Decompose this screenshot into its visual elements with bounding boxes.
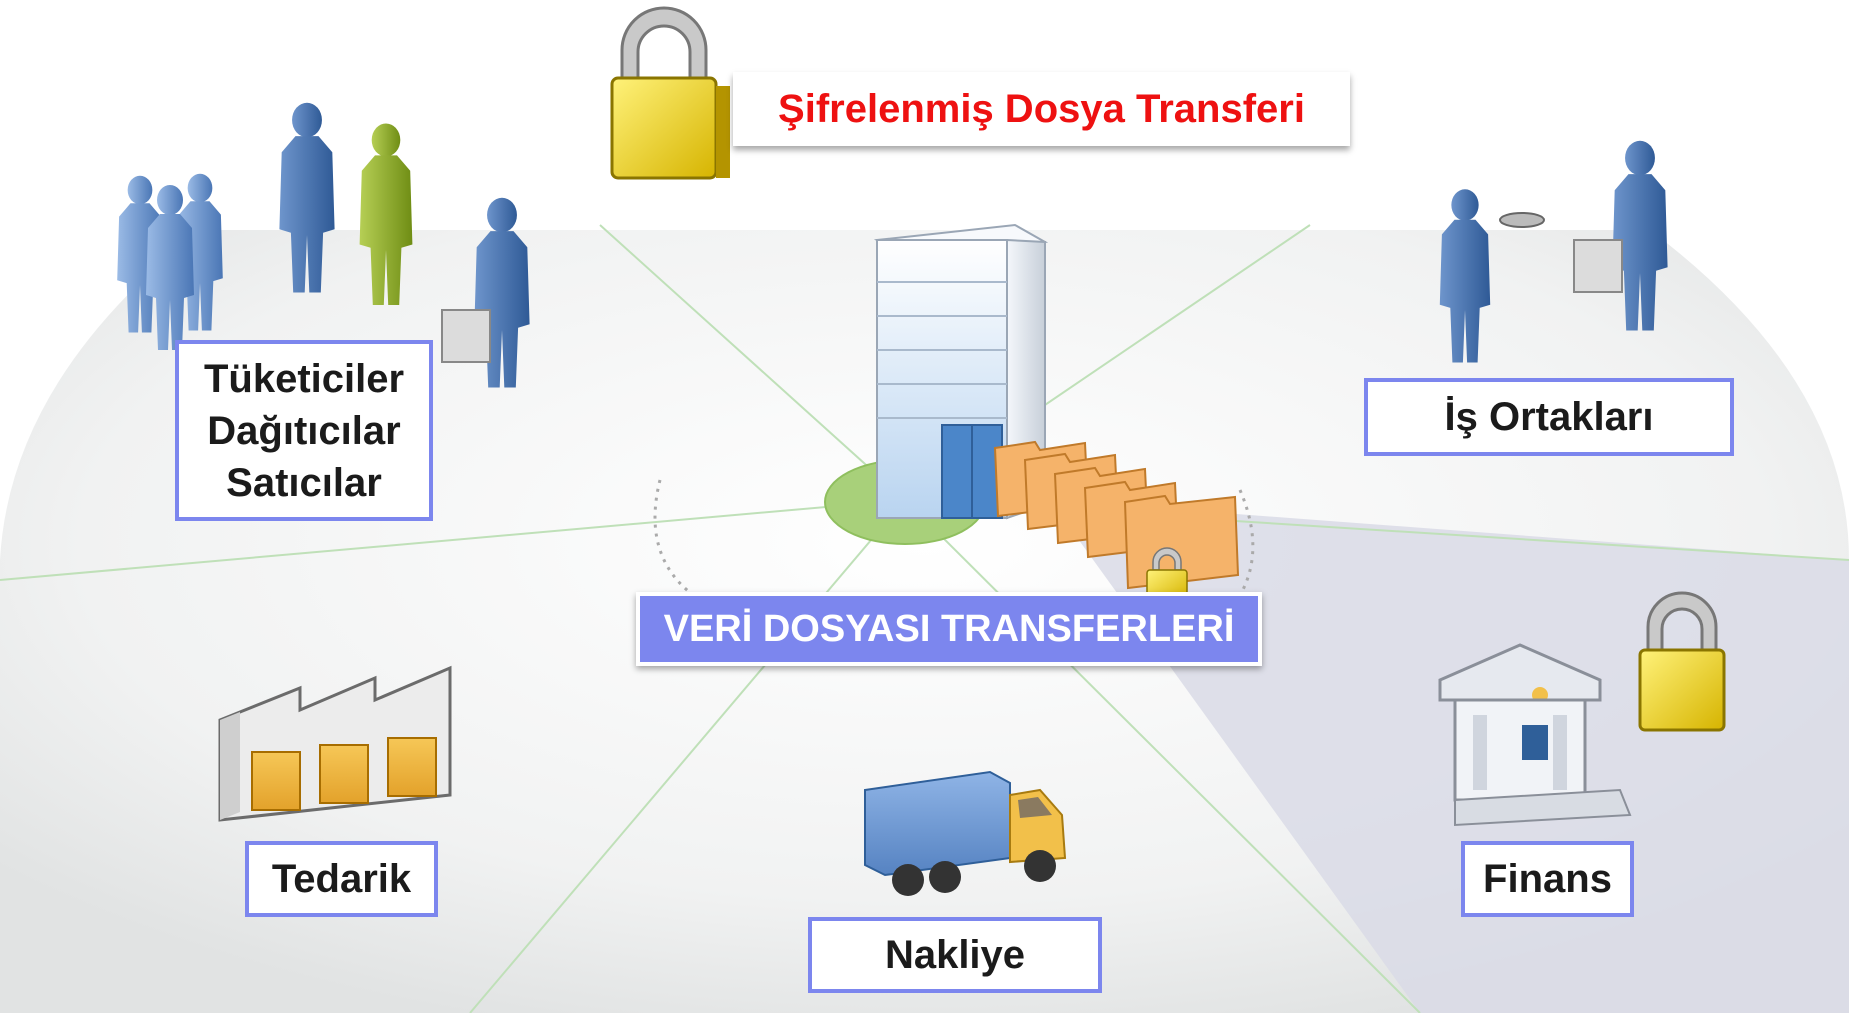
finance-label-box: Finans [1461, 841, 1634, 917]
padlock-icon [610, 6, 730, 180]
distributors-label: Dağıtıcılar [207, 408, 401, 453]
waiter-icon [1439, 189, 1545, 363]
shipping-label-box: Nakliye [808, 917, 1102, 993]
partners-label-box: İş Ortakları [1364, 378, 1734, 456]
supply-label-box: Tedarik [245, 841, 438, 917]
businessman-briefcase-icon [441, 197, 530, 388]
consumers-label: Tüketiciler [203, 356, 405, 401]
truck-icon [864, 770, 1067, 896]
bank-icon [1438, 643, 1632, 827]
folder-icon [993, 440, 1240, 590]
shipping-label: Nakliye [884, 933, 1026, 977]
encrypted-transfer-banner: Şifrelenmiş Dosya Transferi [733, 72, 1350, 146]
data-file-transfers-label: VERİ DOSYASI TRANSFERLERİ [636, 592, 1262, 666]
partners-label: İş Ortakları [1444, 395, 1654, 439]
finance-label: Finans [1483, 857, 1612, 901]
padlock-icon [1638, 591, 1726, 732]
businessman-briefcase-icon [1573, 140, 1668, 331]
supply-label: Tedarik [271, 857, 412, 901]
sellers-label: Satıcılar [226, 460, 382, 505]
dotted-arc [653, 479, 701, 602]
consumers-label-box: Tüketiciler Dağıtıcılar Satıcılar [175, 340, 433, 521]
factory-icon [218, 665, 452, 822]
